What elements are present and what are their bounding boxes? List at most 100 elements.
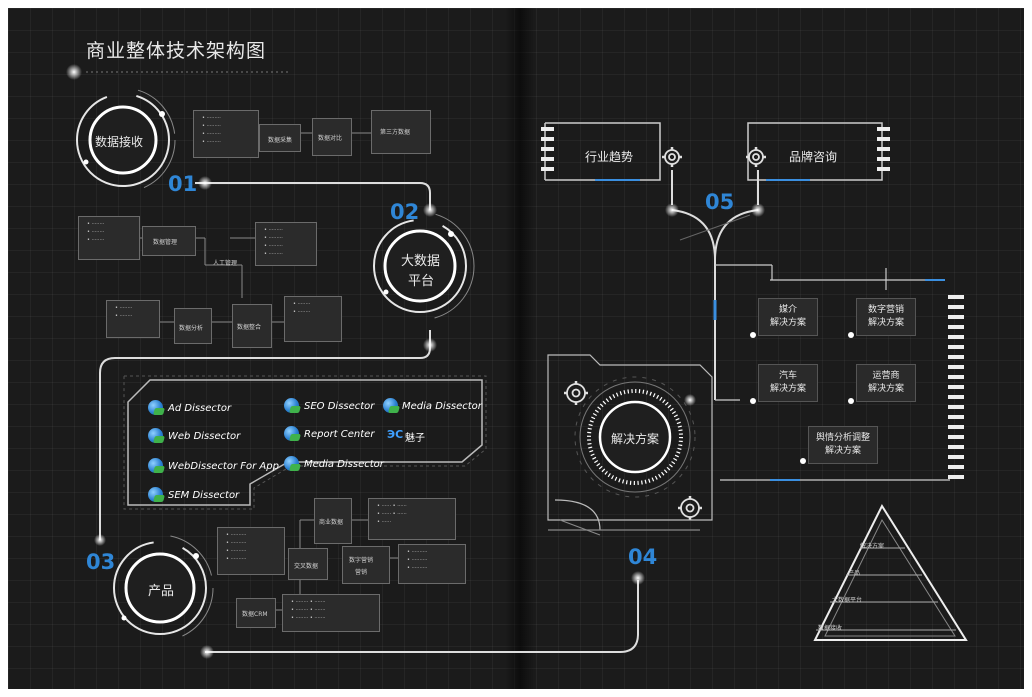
flow-list-box: • ········ • ·······• ········ • ·······… (282, 594, 380, 632)
hub-label-product: 产品 (148, 584, 175, 599)
hub-label-data-receive: 数据接收 (95, 135, 144, 149)
hub-label-big-data-line2: 平台 (408, 274, 435, 289)
product-name: Media Dissector (402, 401, 482, 412)
flow-box-collect-label: 数据采集 (268, 137, 293, 144)
step-number-03: 03 (86, 550, 116, 574)
solution-bullet (848, 332, 854, 338)
solution-card-subtitle: 解决方案 (769, 318, 806, 328)
title-spark (66, 64, 82, 80)
flow-label-manual: 人工管理 (213, 260, 238, 267)
flow-list-box: • ·········• ·········• ·········• ·····… (193, 110, 259, 158)
flow-box-compare-label: 数据对比 (318, 135, 343, 142)
pyramid-label-data-receive: 数据接收 (818, 625, 843, 632)
pyramid-label-solution: 解决方案 (860, 543, 885, 550)
flow-list-box: • ········• ········• ········ (78, 216, 140, 260)
flow-box-third: 第三方数据 (371, 110, 431, 154)
flow-list-box: • ·········• ·········• ·········• ·····… (255, 222, 317, 266)
flow-box-analysis: 数据分析 (174, 308, 212, 344)
connector-05 (671, 170, 759, 400)
product-name: Media Dissector (304, 459, 384, 470)
industry-trend-frame (541, 122, 661, 181)
flow-box-integrate-label: 数据整合 (237, 324, 262, 331)
product-logo-icon (148, 428, 163, 443)
solution-card-title: 媒介 (778, 305, 797, 315)
solution-card-subtitle: 解决方案 (867, 318, 904, 328)
product-logo-icon (148, 458, 163, 473)
hub-big-data-ring (365, 211, 475, 321)
step-number-05: 05 (705, 190, 735, 214)
pyramid-graphic (813, 503, 968, 641)
solution-bullet (750, 332, 756, 338)
product-panel-border (127, 379, 483, 506)
product-name: SEO Dissector (304, 401, 375, 412)
product-name: SEM Dissector (168, 490, 240, 501)
flow-list-box: • ······ • ······• ······ • ······• ····… (368, 498, 456, 540)
flow-box-manage: 数据管理 (142, 226, 196, 256)
product-name: Web Dissector (168, 431, 241, 442)
brand-consult-frame (747, 122, 890, 181)
product-name: Report Center (304, 429, 375, 440)
flow-box-crm: 数据CRM (236, 598, 276, 628)
page-title: 商业整体技术架构图 (86, 40, 267, 62)
right-connectors (715, 264, 950, 481)
product-name: 魅子 (405, 433, 425, 444)
flow-box-integrate: 数据整合 (232, 304, 272, 348)
hub-label-big-data-line1: 大数据 (401, 254, 441, 269)
product-logo-icon (284, 426, 299, 441)
product-logo-icon (148, 487, 163, 502)
solution-card-title: 汽车 (778, 371, 797, 381)
solution-card-operator[interactable]: 运营商 解决方案 (856, 364, 916, 402)
flow-box-third-label: 第三方数据 (380, 129, 411, 136)
meizi-logo-icon: ЭC (387, 428, 404, 441)
hub-data-receive-ring (70, 87, 176, 193)
step-number-01: 01 (168, 172, 198, 196)
product-name: Ad Dissector (168, 403, 232, 414)
solution-frame (547, 354, 713, 536)
solution-card-title: 舆情分析调整 (815, 433, 870, 443)
flow-box-collect: 数据采集 (259, 124, 301, 152)
product-logo-icon (383, 398, 398, 413)
solution-card-opinion[interactable]: 舆情分析调整 解决方案 (808, 426, 878, 464)
pyramid-label-big-data: 大数据平台 (832, 597, 863, 604)
hub-product-ring (106, 534, 214, 642)
flow-box-biz: 商业数据 (314, 498, 352, 544)
solution-bullet (800, 458, 806, 464)
flow-box-cross-label: 交叉数据 (294, 563, 319, 570)
solution-card-subtitle: 解决方案 (867, 384, 904, 394)
solution-dial (574, 376, 696, 498)
solution-card-media[interactable]: 媒介 解决方案 (758, 298, 818, 336)
connector-01 (195, 182, 431, 210)
flow-box-crm-label: 数据CRM (242, 611, 268, 618)
page-gutter (505, 8, 535, 689)
connector-02 (99, 330, 431, 540)
solution-card-title: 运营商 (872, 371, 900, 381)
flow-box-digital-label-2: 营销 (355, 569, 368, 576)
product-logo-icon (284, 456, 299, 471)
hub-label-solution: 解决方案 (611, 432, 660, 446)
pyramid-label-product: 产品 (848, 570, 861, 577)
brand-consult-label: 品牌咨询 (789, 150, 838, 164)
flow-list-box: • ········• ········ (284, 296, 342, 342)
product-name: WebDissector For App (168, 461, 279, 472)
flow-list-box: • ··········• ··········• ··········• ··… (217, 527, 285, 575)
flow-box-biz-label: 商业数据 (319, 519, 344, 526)
solution-bullet (848, 398, 854, 404)
solution-card-title: 数字营销 (867, 305, 904, 315)
gear-teeth (564, 147, 766, 520)
stripe-bar (948, 295, 964, 479)
flow-lines-top (140, 132, 372, 323)
flow-box-analysis-label: 数据分析 (179, 325, 204, 332)
step-number-04: 04 (628, 545, 658, 569)
flow-box-cross: 交叉数据 (288, 548, 328, 580)
solution-card-digital-marketing[interactable]: 数字营销 解决方案 (856, 298, 916, 336)
product-logo-icon (148, 400, 163, 415)
solution-card-subtitle: 解决方案 (769, 384, 806, 394)
connector-04 (205, 580, 639, 653)
industry-trend-label: 行业趋势 (585, 150, 634, 164)
flow-list-box: • ··········• ··········• ·········· (398, 544, 466, 584)
product-logo-icon (284, 398, 299, 413)
flow-box-manage-label: 数据管理 (153, 239, 178, 246)
flow-list-box: • ········• ········ (106, 300, 160, 338)
solution-card-auto[interactable]: 汽车 解决方案 (758, 364, 818, 402)
